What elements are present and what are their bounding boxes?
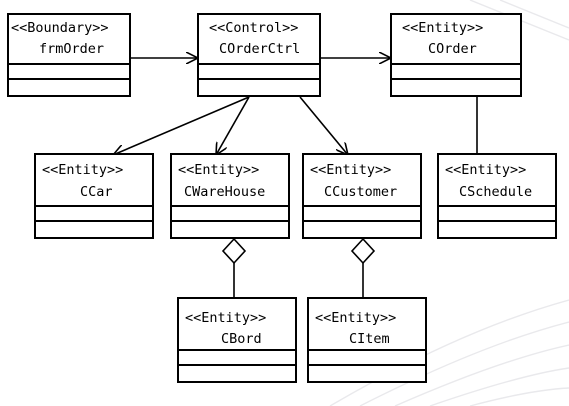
- aggregation-diamond-ccustomer: [350, 237, 376, 265]
- class-citem[interactable]: <<Entity>> CItem: [307, 297, 427, 383]
- class-corderctrl-name-compartment: <<Control>> COrderCtrl: [199, 15, 319, 65]
- stereotype-label: <<Entity>>: [42, 162, 124, 178]
- class-name: CItem: [349, 331, 390, 347]
- class-name: CCar: [80, 184, 113, 200]
- class-ccustomer-name-compartment: <<Entity>> CCustomer: [304, 155, 420, 207]
- stereotype-label: <<Entity>>: [310, 162, 392, 178]
- class-ccustomer[interactable]: <<Entity>> CCustomer: [302, 153, 422, 239]
- class-cschedule-name-compartment: <<Entity>> CSchedule: [439, 155, 555, 207]
- class-frmorder-name-compartment: <<Boundary>> frmOrder: [9, 15, 129, 65]
- class-cschedule[interactable]: <<Entity>> CSchedule: [437, 153, 557, 239]
- class-name: frmOrder: [39, 41, 105, 57]
- class-ccustomer-attributes: [304, 207, 420, 222]
- class-corderctrl[interactable]: <<Control>> COrderCtrl: [197, 13, 321, 97]
- class-cbord[interactable]: <<Entity>> CBord: [177, 297, 297, 383]
- class-name: CSchedule: [459, 184, 533, 200]
- class-name: CWareHouse: [184, 184, 266, 200]
- class-cbord-attributes: [179, 351, 295, 366]
- class-frmorder[interactable]: <<Boundary>> frmOrder: [7, 13, 131, 97]
- class-cschedule-attributes: [439, 207, 555, 222]
- aggregation-diamond-cwarehouse: [221, 237, 247, 265]
- stereotype-label: <<Entity>>: [178, 162, 260, 178]
- edge-corderctrl-ccar: [113, 96, 250, 155]
- class-corderctrl-attributes: [199, 65, 319, 80]
- class-name: CCustomer: [324, 184, 398, 200]
- class-name: CBord: [221, 331, 262, 347]
- class-ccar-attributes: [36, 207, 152, 222]
- class-citem-attributes: [309, 351, 425, 366]
- class-ccar-name-compartment: <<Entity>> CCar: [36, 155, 152, 207]
- stereotype-label: <<Control>>: [209, 20, 299, 36]
- class-cwarehouse-name-compartment: <<Entity>> CWareHouse: [172, 155, 288, 207]
- class-name: COrderCtrl: [219, 41, 301, 57]
- stereotype-label: <<Entity>>: [315, 310, 397, 326]
- stereotype-label: <<Boundary>>: [11, 20, 109, 36]
- class-corder-attributes: [392, 65, 520, 80]
- class-corder-name-compartment: <<Entity>> COrder: [392, 15, 520, 65]
- class-cbord-name-compartment: <<Entity>> CBord: [179, 299, 295, 351]
- class-frmorder-attributes: [9, 65, 129, 80]
- stereotype-label: <<Entity>>: [445, 162, 527, 178]
- edge-corderctrl-ccustomer: [299, 96, 348, 155]
- class-cwarehouse-attributes: [172, 207, 288, 222]
- class-corder[interactable]: <<Entity>> COrder: [390, 13, 522, 97]
- class-name: COrder: [428, 41, 477, 57]
- class-cwarehouse[interactable]: <<Entity>> CWareHouse: [170, 153, 290, 239]
- class-ccar[interactable]: <<Entity>> CCar: [34, 153, 154, 239]
- stereotype-label: <<Entity>>: [402, 20, 484, 36]
- edge-corderctrl-cwarehouse: [216, 96, 250, 155]
- class-citem-name-compartment: <<Entity>> CItem: [309, 299, 425, 351]
- stereotype-label: <<Entity>>: [185, 310, 267, 326]
